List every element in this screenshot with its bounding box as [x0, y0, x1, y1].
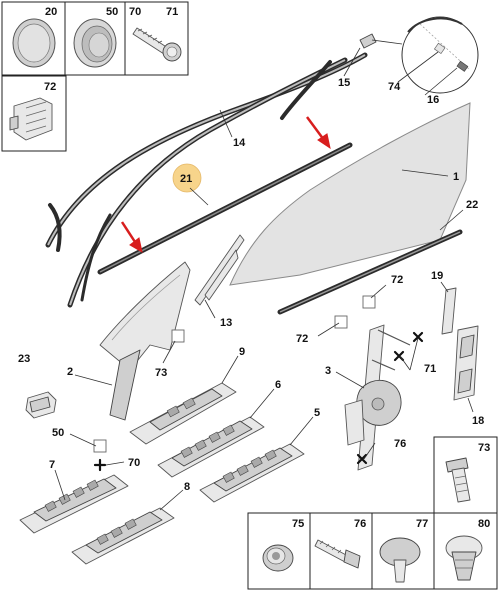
callout-50: 50: [52, 427, 64, 439]
callout-7: 7: [49, 459, 55, 471]
callout-23: 23: [18, 353, 30, 365]
callout-numbers: 1 2 3 7 8 5 6 9 13 14 15 16 18 19 21 22 …: [18, 77, 484, 493]
ref-label-76: 76: [354, 518, 366, 530]
callout-71: 71: [424, 363, 436, 375]
callout-73: 73: [155, 367, 167, 379]
callout-16: 16: [427, 94, 439, 106]
callout-5: 5: [314, 407, 320, 419]
callout-9: 9: [239, 346, 245, 358]
part-77-push-clip: [379, 537, 421, 583]
top-reference-grid: 20 50 70 71: [1, 1, 189, 76]
magnifier-circle-icon: [359, 16, 479, 94]
outer-window-seal-14: [45, 52, 368, 308]
callout-18: 18: [472, 415, 484, 427]
ref-label-77: 77: [416, 518, 428, 530]
ref-label-72-box: 72: [44, 81, 56, 93]
part-73-clip: [445, 457, 471, 503]
callout-76: 76: [394, 438, 406, 450]
door-glass-1: [229, 102, 471, 286]
leader-lines: [54, 47, 474, 511]
callout-70: 70: [128, 457, 140, 469]
callout-72-lower: 72: [296, 333, 308, 345]
switch-panel-9: [129, 382, 237, 445]
part-80-fastener: [445, 535, 483, 581]
trim-strip-13: [194, 234, 245, 306]
part-18-motor: [453, 325, 479, 401]
window-regulator-3: [344, 324, 411, 471]
cross-marker-icon: [93, 331, 424, 472]
ref-label-73-box: 73: [478, 442, 490, 454]
callout-19: 19: [431, 270, 443, 282]
callout-2: 2: [67, 366, 73, 378]
callout-14: 14: [233, 137, 246, 149]
sail-panel-2: [99, 261, 191, 421]
ref-box-73: 73: [433, 436, 498, 514]
switch-panel-8: [71, 507, 175, 565]
callout-22: 22: [466, 199, 478, 211]
ref-label-80: 80: [478, 518, 490, 530]
part-20-grommet: [12, 18, 56, 68]
ref-label-20: 20: [45, 6, 57, 18]
callout-15: 15: [338, 77, 350, 89]
part-23-module: [25, 391, 57, 419]
callout-72-upper: 72: [391, 274, 403, 286]
part-71-screw: [132, 27, 182, 62]
callout-3: 3: [325, 365, 331, 377]
callout-6: 6: [275, 379, 281, 391]
callout-21-highlight: [172, 163, 202, 193]
reference-square-icon: [93, 295, 376, 453]
callout-8: 8: [184, 481, 190, 493]
part-75-nut: [262, 544, 294, 572]
ref-label-50: 50: [106, 6, 118, 18]
switch-panel-6: [157, 416, 265, 478]
ref-label-70: 70: [129, 6, 141, 18]
ref-box-72: 72: [1, 75, 67, 152]
callout-74: 74: [388, 81, 401, 93]
part-50-plug: [73, 18, 117, 68]
switch-panel-5: [199, 443, 305, 503]
part-19-strip: [441, 287, 457, 335]
callout-1: 1: [453, 171, 459, 183]
callout-21: 21: [180, 173, 192, 185]
red-arrow-icon: [120, 116, 331, 254]
ref-label-75: 75: [292, 518, 304, 530]
callout-13: 13: [220, 317, 232, 329]
bottom-reference-grid: 75 76 77 80: [247, 512, 498, 590]
ref-label-71: 71: [166, 6, 178, 18]
part-76-bolt: [314, 539, 361, 569]
part-72-clip: [9, 97, 53, 141]
outer-belt-seal-22: [277, 229, 463, 315]
switch-panel-7: [19, 474, 129, 534]
